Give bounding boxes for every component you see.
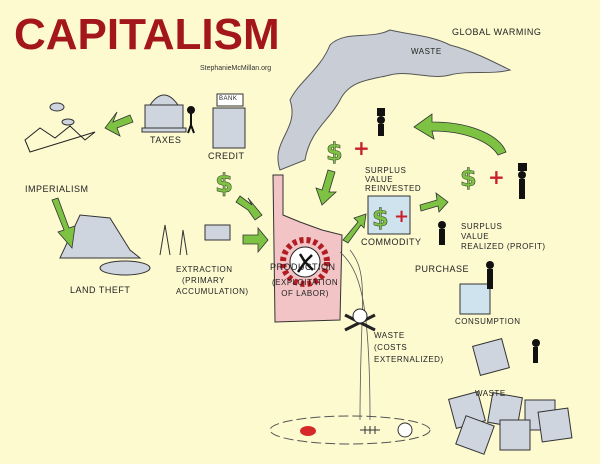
bombs-icon [49, 102, 75, 126]
label-production: PRODUCTION [270, 262, 336, 272]
capitol-building-icon [141, 94, 187, 133]
truck-icon [204, 224, 231, 241]
svg-text:$: $ [215, 169, 233, 199]
svg-text:$: $ [326, 138, 343, 166]
waste-box [472, 338, 510, 376]
label-consumer-waste: WASTE [475, 389, 506, 398]
label-surplus-value-realized: SURPLUS VALUE REALIZED (PROFIT) [461, 222, 546, 252]
rubble-icon [24, 125, 96, 153]
label-line: ACCUMULATION) [176, 287, 249, 296]
arrow-commodity-to-realized [419, 192, 449, 213]
person-icon [187, 106, 195, 134]
gear-icon [280, 237, 330, 287]
bank-building-icon [212, 93, 246, 149]
svg-text:+: + [394, 206, 409, 227]
capitalist-figure-icon [518, 163, 527, 199]
label-line: (COSTS [374, 343, 408, 352]
arrow-reinvested-to-production [315, 169, 338, 206]
arrow-taxes-to-imperialism [104, 111, 134, 137]
label-smoke-waste: WASTE [411, 47, 442, 56]
arrow-extraction-to-production [242, 226, 269, 254]
worker-icon [296, 253, 314, 273]
label-consumption: CONSUMPTION [455, 317, 521, 326]
label-line: REALIZED (PROFIT) [461, 242, 546, 251]
label-purchase: PURCHASE [415, 264, 470, 274]
label-exploitation-of-labor: (EXPLOITATION OF LABOR) [272, 277, 338, 299]
skull-icon [397, 422, 413, 438]
skull-crossbones-icon [344, 308, 376, 332]
label-line: VALUE [461, 232, 490, 241]
label-line: SURPLUS [461, 222, 503, 231]
walking-figure-icon [532, 339, 540, 363]
svg-text:+: + [353, 136, 370, 160]
capitalist-figure-icon [377, 108, 385, 136]
consumer-figure-icon [486, 261, 494, 289]
label-commodity: COMMODITY [361, 237, 422, 247]
label-waste-costs-externalized: WASTE (COSTS EXTERNALIZED) [374, 330, 444, 366]
label-line: (PRIMARY [182, 276, 225, 285]
polluted-pool [269, 415, 431, 445]
label-line: VALUE [365, 175, 394, 184]
label-line: OF LABOR) [281, 289, 329, 298]
label-line: EXTRACTION [176, 265, 233, 274]
label-land-theft: LAND THEFT [70, 285, 131, 295]
purchaser-figure-icon [438, 221, 446, 245]
svg-text:$: $ [460, 164, 477, 192]
svg-text:$: $ [372, 204, 389, 232]
mountain-icon [59, 214, 142, 259]
label-line: SURPLUS [365, 166, 407, 175]
dead-frog-icon [300, 426, 316, 436]
label-imperialism: IMPERIALISM [25, 184, 89, 194]
arrow-credit-to-production [235, 195, 263, 221]
pit-icon [99, 260, 151, 276]
dollar-icon: $ $ $ $ [215, 138, 477, 233]
arrow-imperialism-to-land [51, 197, 76, 249]
arrow-realized-to-reinvested [413, 113, 507, 156]
label-credit: CREDIT [208, 151, 245, 161]
label-line: EXTERNALIZED) [374, 355, 444, 364]
fish-skeleton-icon [360, 426, 380, 434]
commodity-box [367, 195, 411, 235]
plus-icon: + + + [353, 136, 505, 227]
oil-derrick-icon [159, 224, 188, 256]
label-surplus-value-reinvested: SURPLUS VALUE REINVESTED [365, 166, 421, 193]
author-credit: StephanieMcMillan.org [200, 65, 272, 72]
label-bank: BANK [219, 96, 238, 102]
label-taxes: TAXES [150, 135, 182, 145]
label-line: (EXPLOITATION [272, 278, 339, 287]
page-title: CAPITALISM [14, 10, 280, 59]
label-line: REINVESTED [365, 184, 422, 193]
waste-stream [339, 249, 371, 421]
flow-arrows [51, 111, 507, 254]
label-line: WASTE [374, 331, 405, 340]
smoke-cloud [277, 29, 512, 171]
consumption-box [459, 283, 491, 315]
svg-text:+: + [488, 165, 505, 189]
arrow-production-to-commodity [342, 213, 367, 244]
label-extraction: EXTRACTION (PRIMARY ACCUMULATION) [176, 264, 249, 297]
label-global-warming: GLOBAL WARMING [452, 27, 542, 37]
waste-pile [448, 391, 573, 455]
